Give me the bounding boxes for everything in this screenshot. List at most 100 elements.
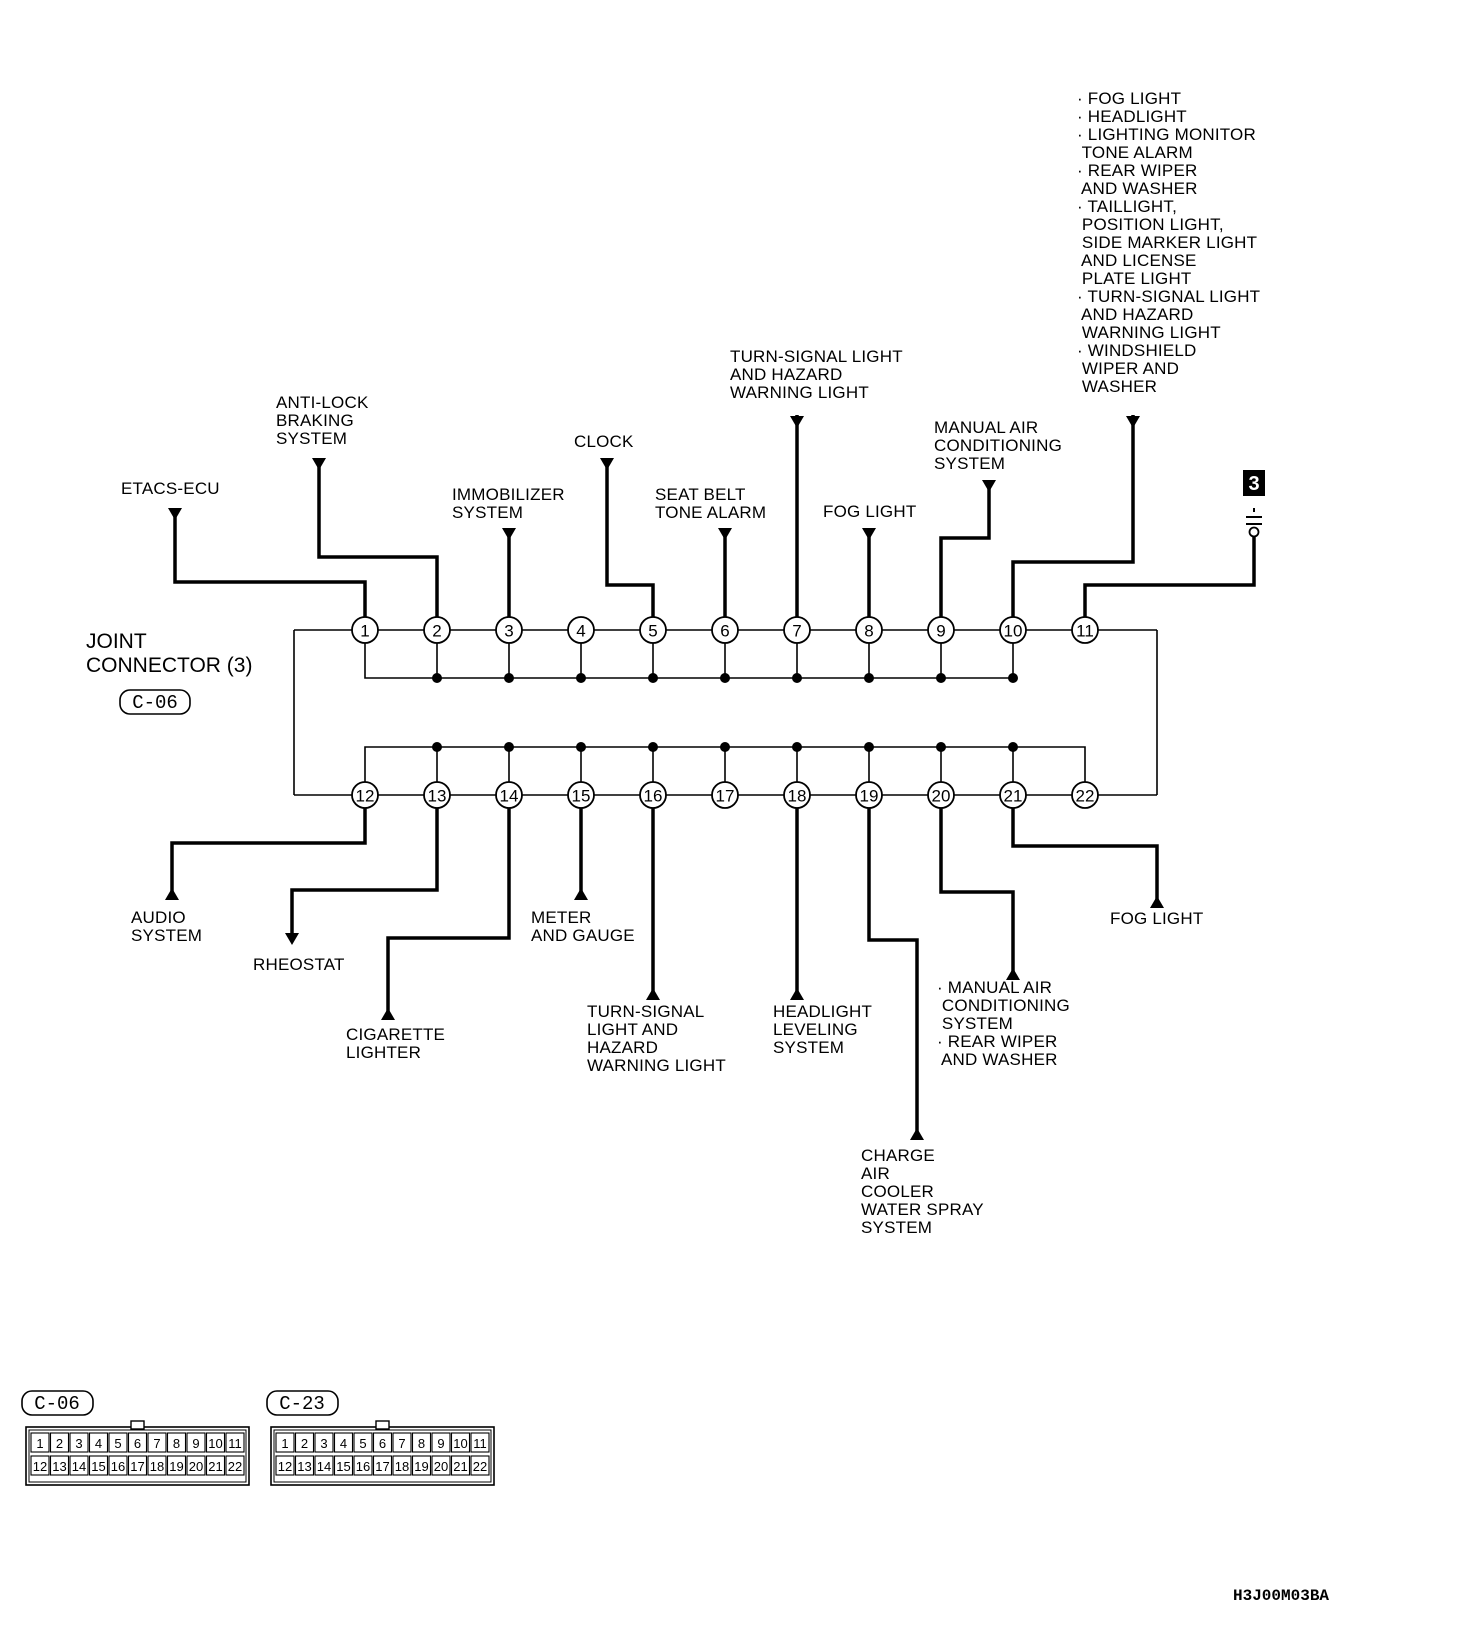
connector-cavity [30, 1432, 50, 1453]
connector-cavity [166, 1432, 187, 1453]
arrow-pin8 [862, 528, 876, 540]
connector-latch [130, 1420, 145, 1430]
connector-cavity-number: 9 [437, 1436, 444, 1451]
connector-cavity-number: 15 [336, 1459, 350, 1474]
pin-circle [711, 781, 739, 809]
connector-cavity-number: 21 [453, 1459, 467, 1474]
connector-cavity-number: 6 [134, 1436, 141, 1451]
wire-pin13 [290, 808, 439, 938]
label-seat-belt-alarm-line: TONE ALARM [655, 503, 766, 522]
connector-cavity-number: 9 [192, 1436, 199, 1451]
connector-cavity [353, 1432, 373, 1453]
top-bus-junction-dot [1008, 673, 1018, 683]
pin-circle [783, 616, 811, 644]
connector-cavity [30, 1455, 50, 1476]
arrow-pin18 [790, 988, 804, 1000]
connector-cavity [69, 1432, 89, 1453]
connector-cavity [411, 1432, 432, 1453]
top-bus-junction-dot [864, 673, 874, 683]
pin-circle [1071, 781, 1099, 809]
connector-cavity [275, 1455, 295, 1476]
label-headlight-leveling-line: LEVELING [773, 1020, 858, 1039]
label-multi-systems-line: AND LICENSE [1077, 251, 1197, 270]
connector-cavity [470, 1455, 490, 1476]
connector-cavity-number: 20 [189, 1459, 203, 1474]
connector-cavity-number: 10 [453, 1436, 467, 1451]
label-manual-ac-rear-wiper-line: · REAR WIPER [937, 1032, 1057, 1051]
bottom-bus-junction-dot [576, 742, 586, 752]
pin-circle [1071, 616, 1099, 644]
label-charge-air-cooler-line: COOLER [861, 1182, 934, 1201]
connector-cavity [186, 1432, 206, 1453]
pin-17: 17 [711, 781, 739, 809]
pin-20: 20 [927, 781, 955, 809]
connector-cavity [392, 1432, 412, 1453]
label-turn-signal-bottom-line: LIGHT AND [587, 1020, 678, 1039]
arrow-pin20 [1006, 968, 1020, 980]
pin-number: 12 [356, 787, 375, 806]
arrow-pin15 [574, 888, 588, 900]
connector-title-line2: CONNECTOR (3) [86, 654, 252, 677]
arrow-pin21 [1150, 896, 1164, 908]
connector-cavity [69, 1455, 89, 1476]
connector-cavity-number: 7 [153, 1436, 160, 1451]
connector-cavity-number: 22 [228, 1459, 242, 1474]
bottom-bus-junction-dot [720, 742, 730, 752]
connector-cavity-number: 16 [356, 1459, 370, 1474]
arrow-pin14 [381, 1008, 395, 1020]
connector-cavity [108, 1455, 128, 1476]
label-audio-system-line: AUDIO [131, 908, 186, 927]
bottom-bus-junction-dot [1008, 742, 1018, 752]
connector-cavity-number: 5 [359, 1436, 366, 1451]
connector-cavity-number: 12 [33, 1459, 47, 1474]
pin-number: 9 [936, 622, 945, 641]
label-manual-ac-rear-wiper-line: AND WASHER [937, 1050, 1058, 1069]
pin-3: 3 [495, 616, 523, 644]
label-multi-systems-line: PLATE LIGHT [1077, 269, 1192, 288]
wire-pin9 [939, 482, 991, 617]
label-turn-signal-bottom-line: TURN-SIGNAL [587, 1002, 704, 1021]
pin-number: 19 [860, 787, 879, 806]
label-multi-systems-line: · TURN-SIGNAL LIGHT [1077, 287, 1260, 306]
pin-number: 6 [720, 622, 729, 641]
connector-inner-housing [28, 1429, 247, 1483]
wire-pin14 [386, 808, 511, 1015]
pin-circle [783, 781, 811, 809]
pin-number: 18 [788, 787, 807, 806]
wire-pin12 [170, 808, 367, 895]
pin-circle [351, 781, 379, 809]
pin-number: 15 [572, 787, 591, 806]
connector-cavity-number: 1 [281, 1436, 288, 1451]
label-charge-air-cooler-line: SYSTEM [861, 1218, 932, 1237]
connector-cavity [49, 1432, 70, 1453]
pin-circle [639, 616, 667, 644]
connector-cavity [333, 1455, 354, 1476]
pin-circle [855, 781, 883, 809]
connector-cavity-number: 2 [56, 1436, 63, 1451]
pin-circle [999, 616, 1027, 644]
connector-cavity-number: 2 [301, 1436, 308, 1451]
label-clock: CLOCK [574, 432, 634, 451]
wiring-layer [165, 415, 1256, 1140]
label-immobilizer-line: SYSTEM [452, 503, 523, 522]
pin-5: 5 [639, 616, 667, 644]
pin-circle [423, 616, 451, 644]
connector-cavity [147, 1432, 167, 1453]
pin-number: 3 [504, 622, 513, 641]
label-charge-air-cooler-line: WATER SPRAY [861, 1200, 984, 1219]
label-meter-gauge-line: METER [531, 908, 592, 927]
pin-number: 22 [1076, 787, 1095, 806]
connector-cavity-number: 17 [375, 1459, 389, 1474]
connector-cavity-number: 6 [379, 1436, 386, 1451]
label-rheostat-line: RHEOSTAT [253, 955, 345, 974]
connector-view-code: C-06 [34, 1393, 80, 1415]
wire-pin5 [605, 462, 655, 617]
connector-inner-housing [273, 1429, 492, 1483]
pin-circle [855, 616, 883, 644]
